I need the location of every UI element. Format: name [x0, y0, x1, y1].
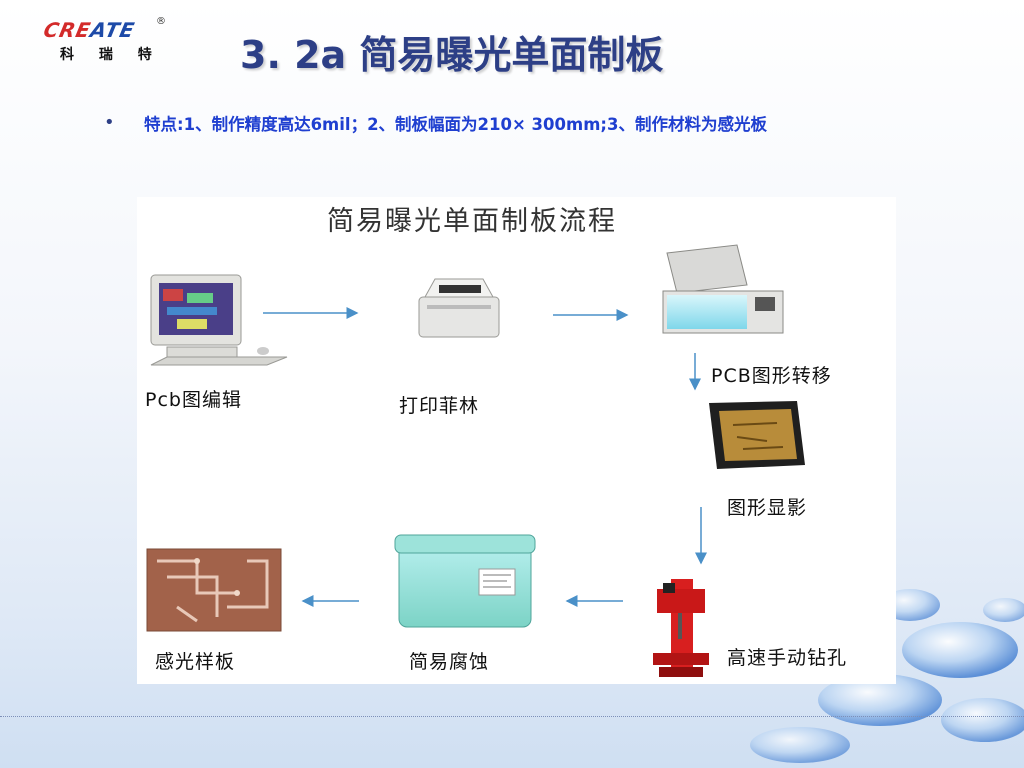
process-diagram: 简易曝光单面制板流程 Pcb图编辑 打印菲林 PCB图形转移 图形显影 高速手动… [137, 197, 896, 684]
step-label-drill: 高速手动钻孔 [727, 647, 848, 669]
footer-divider [0, 716, 1024, 717]
logo-brand: CREATE [41, 18, 137, 42]
etching-tank-icon [394, 534, 536, 628]
step-label-etch: 简易腐蚀 [409, 651, 490, 673]
diagram-title: 简易曝光单面制板流程 [327, 206, 617, 237]
logo-registered-mark: ® [156, 16, 166, 27]
company-logo: CREATE ® 科 瑞 特 [38, 14, 168, 64]
step-label-sample: 感光样板 [155, 651, 236, 673]
printer-icon [418, 278, 500, 338]
exposure-box-icon [662, 244, 784, 334]
slide-title: 3. 2a 简易曝光单面制板 [240, 33, 664, 77]
step-label-pattern-transfer: PCB图形转移 [711, 365, 832, 387]
diagram-graphics [146, 244, 805, 677]
step-label-pcb-edit: Pcb图编辑 [145, 389, 242, 411]
logo-chinese: 科 瑞 特 [60, 47, 162, 63]
bullet-text: 特点:1、制作精度高达6mil；2、制板幅面为210× 300mm;3、制作材料… [144, 115, 767, 134]
logo-brand-part2: ATE [88, 18, 138, 42]
developing-tray-icon [709, 401, 805, 469]
drill-press-icon [653, 579, 709, 677]
computer-icon [150, 274, 288, 366]
step-label-develop: 图形显影 [727, 497, 808, 519]
pcb-board-icon [146, 548, 282, 632]
logo-brand-part1: CRE [41, 18, 94, 42]
step-label-print-film: 打印菲林 [399, 395, 480, 417]
bullet-symbol: • [104, 112, 115, 133]
